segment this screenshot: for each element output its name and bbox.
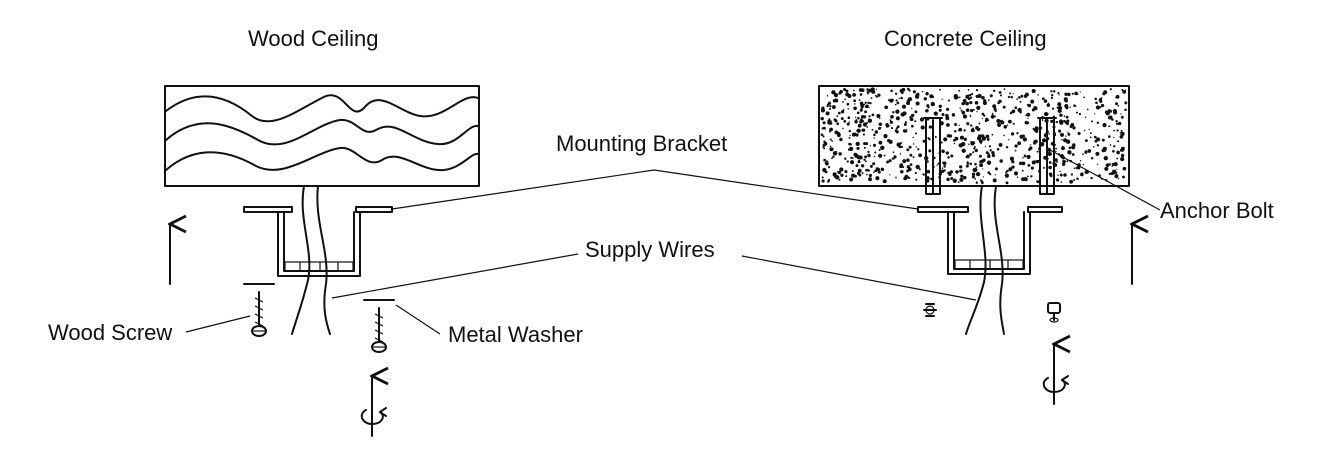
concrete-ceiling-heading: Concrete Ceiling: [884, 26, 1047, 51]
nut-icon: [923, 302, 1061, 323]
wood-ceiling-heading: Wood Ceiling: [248, 26, 379, 51]
wood-ceiling-block: [164, 85, 480, 187]
wood-screw-left: [243, 283, 275, 337]
mounting-bracket-label: Mounting Bracket: [556, 131, 728, 156]
wood-supply-wires: [291, 185, 331, 335]
concrete-supply-wires: [965, 185, 1005, 335]
rotate-up-arrow-icon-right: [1042, 344, 1068, 405]
anchor-bolts: [923, 117, 1057, 195]
rotate-up-arrow-icon: [360, 376, 386, 437]
callout-leaders: [185, 149, 1161, 335]
metal-washer-label: Metal Washer: [448, 322, 583, 347]
wood-screw-label: Wood Screw: [48, 320, 173, 345]
supply-wires-label: Supply Wires: [585, 237, 715, 262]
wood-screw-with-washer: [363, 299, 395, 353]
concrete-texture: [820, 87, 1128, 185]
concrete-mounting-bracket: [917, 206, 1063, 275]
anchor-bolt-label: Anchor Bolt: [1160, 198, 1274, 223]
concrete-ceiling-block: [818, 85, 1130, 187]
wood-mounting-bracket: [243, 206, 393, 277]
